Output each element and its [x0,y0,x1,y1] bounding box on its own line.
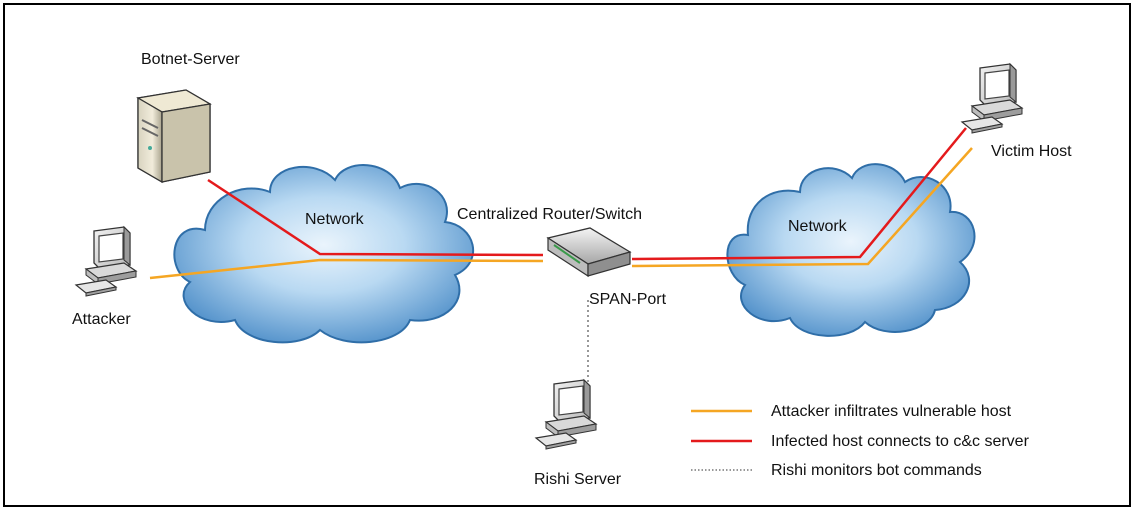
network-left-label: Network [305,211,365,228]
attacker-computer-icon [75,226,137,297]
attacker-infiltration-path-right [631,147,973,268]
cnc-connection-path-right [631,127,967,261]
cloud-network-right [726,163,976,337]
victim-computer-icon [961,63,1023,134]
router-icon [546,227,632,278]
attacker-infiltration-path [149,258,544,280]
rishi-server-label: Rishi Server [534,471,622,488]
victim-host-label: Victim Host [991,143,1072,160]
cnc-connection-path [207,178,544,257]
legend-label-infiltration: Attacker infiltrates vulnerable host [771,403,1012,420]
legend-label-monitor: Rishi monitors bot commands [771,462,982,479]
attacker-label: Attacker [72,311,131,328]
network-right-label: Network [788,218,848,235]
router-label: Centralized Router/Switch [457,206,642,223]
legend: Attacker infiltrates vulnerable host Inf… [691,403,1030,479]
server-icon [136,89,212,184]
rishi-computer-icon [535,379,597,450]
span-port-label: SPAN-Port [589,291,667,308]
legend-label-cnc: Infected host connects to c&c server [771,433,1030,450]
botnet-server-label: Botnet-Server [141,51,240,68]
